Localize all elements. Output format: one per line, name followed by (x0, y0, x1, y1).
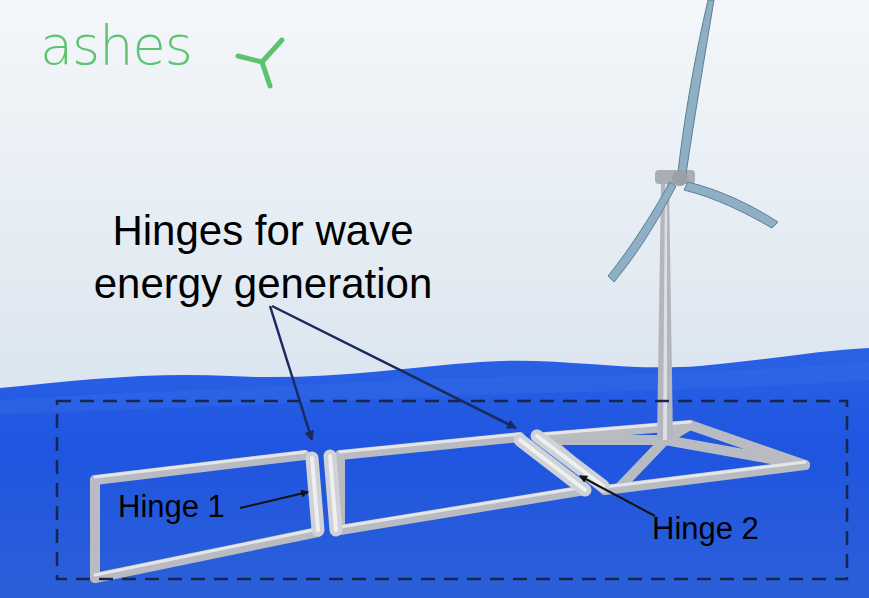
hinge-label: Hinge 1 (118, 490, 268, 524)
logo-text: ashes (40, 14, 240, 79)
hinge-label: Hinge 2 (652, 512, 812, 546)
heading-callout: Hinges for wave energy generation (48, 205, 478, 310)
